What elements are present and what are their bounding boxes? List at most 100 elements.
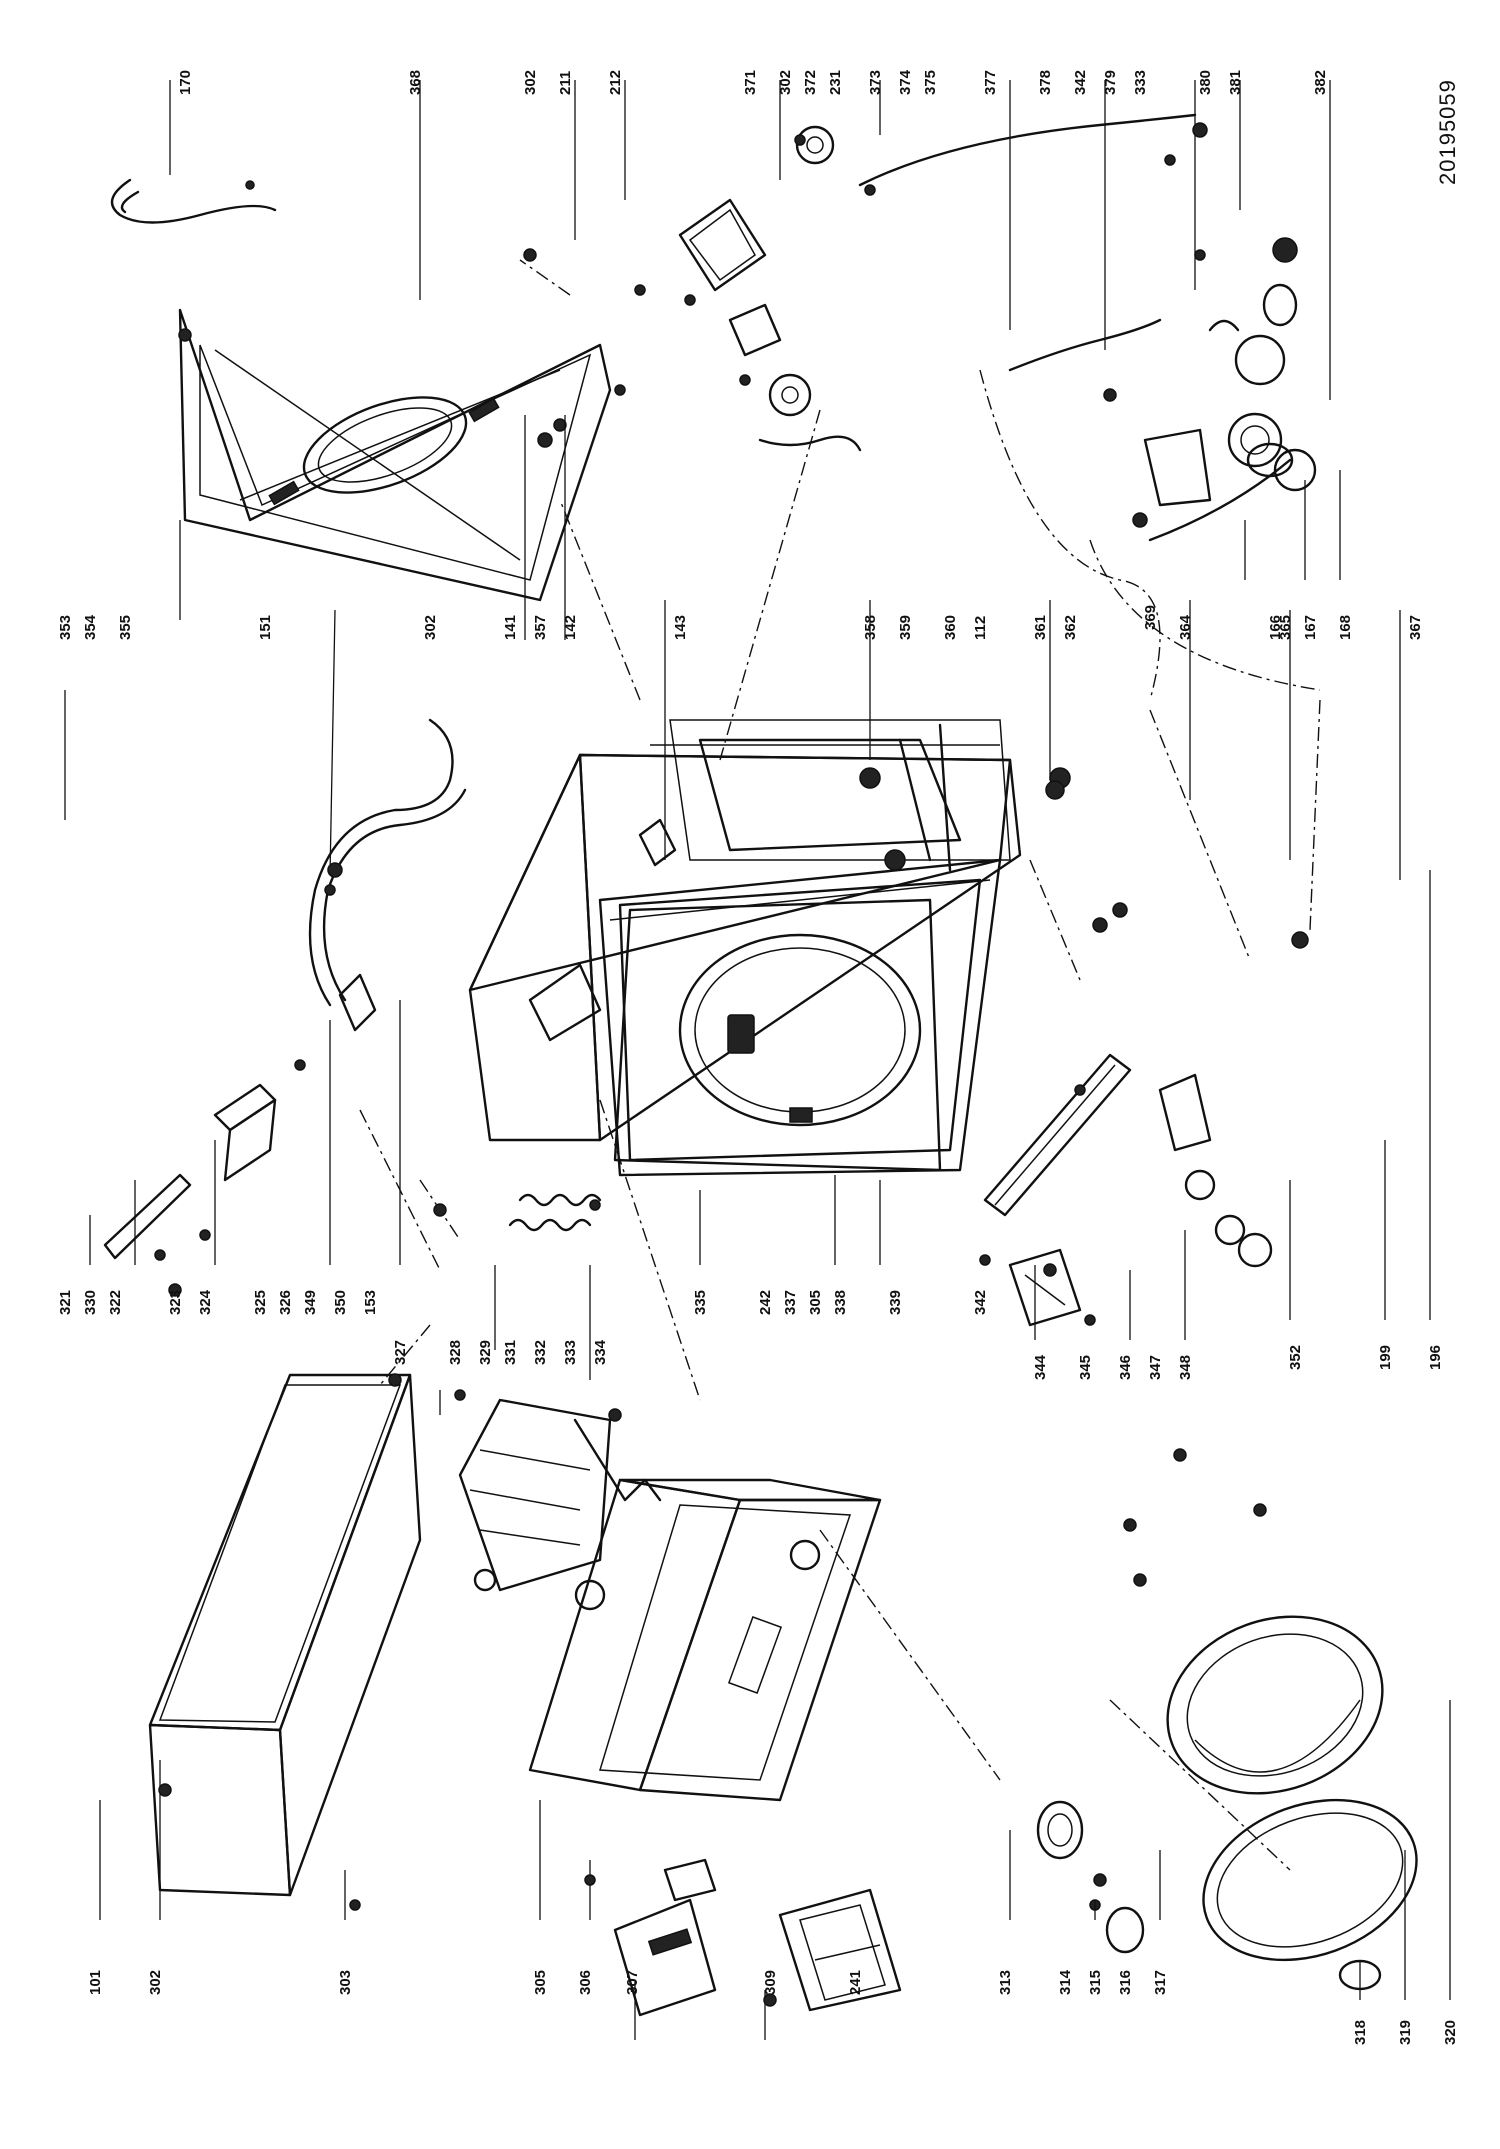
- callout-231: 231: [827, 70, 844, 95]
- plinth-rail-199: [983, 1053, 1132, 1217]
- top-cover-101: [148, 1373, 422, 1897]
- callout-143: 143: [672, 615, 689, 640]
- callout-350: 350: [332, 1290, 349, 1315]
- counterweight-153: [528, 963, 602, 1042]
- callout-112: 112: [972, 616, 989, 640]
- inlet-hose-151: [308, 718, 467, 1007]
- callout-346: 346: [1117, 1355, 1134, 1380]
- callout-352: 352: [1287, 1345, 1304, 1370]
- callout-342: 342: [972, 1290, 989, 1315]
- callout-353: 353: [57, 615, 74, 640]
- callout-347: 347: [1147, 1355, 1164, 1380]
- callout-330: 330: [82, 1290, 99, 1315]
- callout-320: 320: [1442, 2020, 1459, 2045]
- callout-141: 141: [502, 615, 519, 640]
- callout-349: 349: [302, 1290, 319, 1315]
- bracket-350: [338, 973, 377, 1032]
- door-bowl-320: [1166, 1615, 1384, 1795]
- terminal-block-141: [537, 418, 567, 448]
- callout-373: 373: [867, 70, 884, 95]
- callout-302b: 302: [422, 615, 439, 640]
- callout-377: 377: [982, 70, 999, 95]
- callout-142: 142: [562, 615, 579, 640]
- callout-321: 321: [57, 1290, 74, 1315]
- callout-375: 375: [922, 70, 939, 95]
- callout-372: 372: [802, 70, 819, 95]
- callout-328: 328: [447, 1340, 464, 1365]
- rail-322: [103, 1173, 192, 1260]
- callout-302: 302: [147, 1970, 164, 1995]
- control-fascia-339: [528, 1478, 882, 1802]
- timer-knob-313: [1036, 1800, 1145, 1954]
- callout-153: 153: [362, 1290, 379, 1315]
- callout-302c: 302: [522, 70, 539, 95]
- callout-241: 241: [847, 1970, 864, 1995]
- filter-371: [678, 198, 767, 292]
- callout-211: 211: [557, 71, 574, 95]
- callout-380: 380: [1197, 70, 1214, 95]
- callout-378: 378: [1037, 70, 1054, 95]
- internal-frame: [698, 723, 1071, 872]
- callout-315: 315: [1087, 1970, 1104, 1995]
- callout-319: 319: [1397, 2020, 1414, 2045]
- callout-364: 364: [1177, 614, 1194, 640]
- callout-324: 324: [197, 1289, 214, 1315]
- callout-365: 365: [1277, 615, 1294, 640]
- tub-housing-331: [458, 1398, 612, 1611]
- pump-assembly: [1143, 283, 1317, 507]
- callout-302d: 302: [777, 70, 794, 95]
- assembly-guide-lines: [359, 259, 1321, 1871]
- callout-170: 170: [177, 70, 194, 95]
- callout-329: 329: [477, 1340, 494, 1365]
- callout-334: 334: [592, 1339, 609, 1365]
- callout-166: 166: [1267, 615, 1284, 640]
- callout-168: 168: [1337, 615, 1354, 640]
- callout-151: 151: [257, 615, 274, 640]
- callout-345: 345: [1077, 1355, 1094, 1380]
- callout-354: 354: [82, 614, 99, 640]
- hose-377: [858, 113, 1197, 187]
- leader-lines: [64, 80, 1451, 2040]
- callout-344: 344: [1032, 1354, 1049, 1380]
- callout-333: 333: [562, 1340, 579, 1365]
- callout-314: 314: [1057, 1969, 1074, 1995]
- dispenser-drawer-241: [778, 1888, 902, 2012]
- callout-317: 317: [1152, 1970, 1169, 1995]
- heater-346: [1008, 1248, 1082, 1327]
- callout-369: 369: [1142, 605, 1159, 630]
- callout-306: 306: [577, 1970, 594, 1995]
- callout-381: 381: [1227, 70, 1244, 95]
- door-opening: [678, 933, 922, 1127]
- callout-360: 360: [942, 615, 959, 640]
- callout-326: 326: [277, 1290, 294, 1315]
- callout-325: 325: [252, 1290, 269, 1315]
- callout-357: 357: [532, 615, 549, 640]
- callout-382: 382: [1312, 70, 1329, 95]
- motor-352: [1158, 1073, 1273, 1268]
- pressure-switch-372: [795, 125, 835, 165]
- callout-242: 242: [757, 1290, 774, 1315]
- bracket-231: [728, 303, 782, 357]
- callout-212: 212: [607, 70, 624, 95]
- callout-307: 307: [624, 1970, 641, 1995]
- callout-358: 358: [862, 615, 879, 640]
- callout-322: 322: [107, 1290, 124, 1315]
- cabinet-body: [468, 719, 1022, 1177]
- callout-339: 339: [887, 1290, 904, 1315]
- callout-327: 327: [392, 1340, 409, 1365]
- callout-338: 338: [832, 1290, 849, 1315]
- document-number: 20195059: [1435, 79, 1460, 185]
- callout-316: 316: [1117, 1970, 1134, 1995]
- callout-199: 199: [1377, 1345, 1394, 1370]
- connector-143: [638, 818, 677, 867]
- door-ring-319: [1202, 1798, 1418, 1991]
- callout-362: 362: [1062, 615, 1079, 640]
- callout-371: 371: [742, 70, 759, 95]
- callout-367: 367: [1407, 615, 1424, 640]
- callout-361: 361: [1032, 615, 1049, 640]
- callout-333b: 333: [1132, 70, 1149, 95]
- callout-318: 318: [1352, 2020, 1369, 2045]
- callout-313: 313: [997, 1970, 1014, 1995]
- callout-348: 348: [1177, 1355, 1194, 1380]
